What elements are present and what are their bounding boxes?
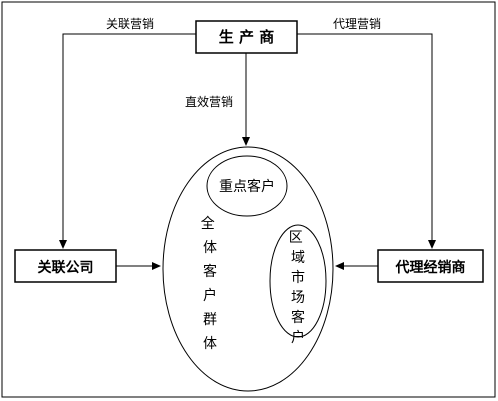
affiliate-marketing-label: 关联营销 — [106, 17, 154, 31]
regional-customers-ellipse — [269, 224, 327, 338]
affiliate-label: 关联公司 — [38, 259, 94, 276]
direct-marketing-label: 直效营销 — [185, 94, 233, 109]
distributor-label: 代理经销商 — [395, 259, 466, 276]
key-customers-label: 重点客户 — [219, 178, 275, 195]
distributor-box — [377, 249, 484, 283]
all-customers-label: 全 体客户群体 — [201, 215, 219, 352]
affiliate-marketing-arrow — [59, 33, 196, 249]
all-customers-ellipse — [162, 146, 334, 392]
regional-customers-label: 区 域市场客户 — [289, 230, 307, 346]
agent-marketing-label: 代理营销 — [333, 17, 381, 31]
affiliate-box — [14, 249, 117, 283]
producer-label: 生 产 商 — [219, 28, 274, 46]
agent-marketing-arrow — [297, 33, 436, 249]
key-customers-ellipse — [206, 155, 288, 217]
